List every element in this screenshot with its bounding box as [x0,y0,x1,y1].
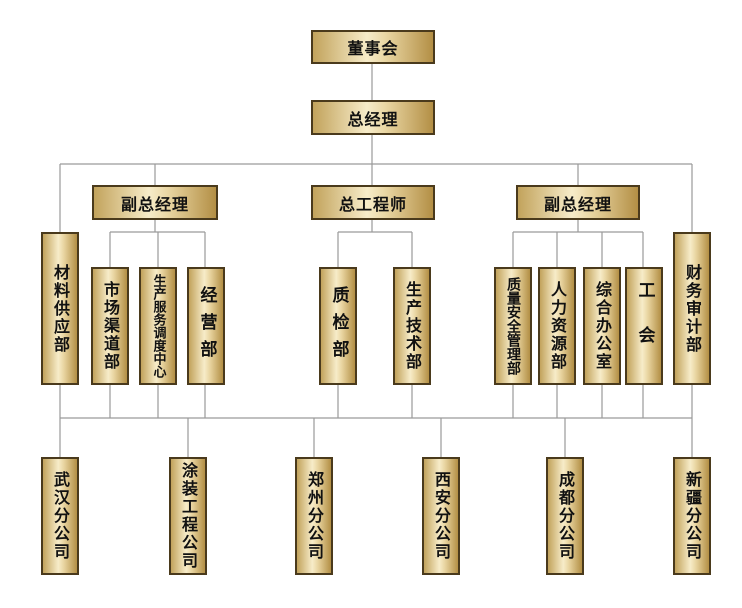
chairman-box: 董事会 [311,30,435,64]
branch-xian: 西安分公司 [422,457,460,575]
chief-engineer-box: 总工程师 [311,185,435,220]
vice-gm-left-box: 副总经理 [92,185,218,220]
dept-quality-safety-management: 质量安全管理部 [494,267,532,385]
branch-chengdu: 成都分公司 [546,457,584,575]
dept-materials-supply: 材料供应部 [41,232,79,385]
branch-xinjiang: 新疆分公司 [673,457,711,575]
dept-production-service-center: 生产服务调度中心 [139,267,177,385]
branch-wuhan: 武汉分公司 [41,457,79,575]
branch-coating-engineering: 涂装工程公司 [169,457,207,575]
dept-market-channel: 市场渠道部 [91,267,129,385]
general-manager-box: 总经理 [311,100,435,135]
dept-quality-inspection: 质检部 [319,267,357,385]
vice-gm-right-box: 副总经理 [516,185,640,220]
dept-production-technology: 生产技术部 [393,267,431,385]
dept-operations: 经营部 [187,267,225,385]
dept-human-resources: 人力资源部 [538,267,576,385]
dept-trade-union: 工会 [625,267,663,385]
dept-general-office: 综合办公室 [583,267,621,385]
branch-zhengzhou: 郑州分公司 [295,457,333,575]
dept-finance-audit: 财务审计部 [673,232,711,385]
